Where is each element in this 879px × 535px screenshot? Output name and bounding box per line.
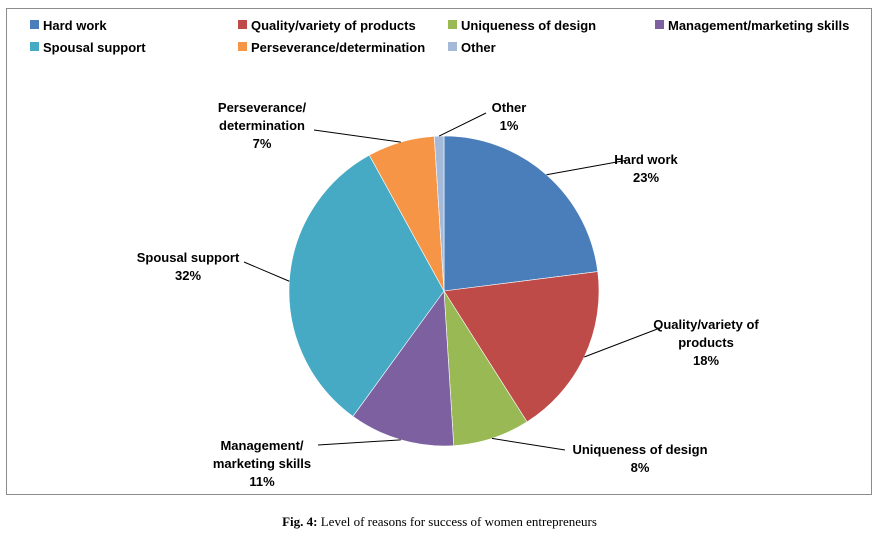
leader-line-hard-work: [546, 159, 629, 176]
figure-caption: Fig. 4: Level of reasons for success of …: [0, 514, 879, 530]
legend-swatch-uniqueness-of-design: [448, 20, 457, 29]
leader-line-perseverance-determination: [313, 129, 401, 143]
leader-line-uniqueness-of-design: [491, 437, 566, 451]
legend-label-uniqueness-of-design: Uniqueness of design: [461, 18, 596, 33]
legend-swatch-quality-variety-of-products: [238, 20, 247, 29]
legend-swatch-perseverance-determination: [238, 42, 247, 51]
leader-line-management-marketing-skills: [317, 439, 401, 446]
pie-slice-quality-variety-of-products: [443, 271, 600, 423]
leader-line-other: [438, 112, 487, 137]
legend-swatch-spousal-support: [30, 42, 39, 51]
leader-line-spousal-support: [243, 261, 290, 282]
legend-swatch-hard-work: [30, 20, 39, 29]
legend-label-management-marketing-skills: Management/marketing skills: [668, 18, 849, 33]
legend-swatch-other: [448, 42, 457, 51]
legend-label-perseverance-determination: Perseverance/determination: [251, 40, 425, 55]
pie-slice-hard-work: [443, 135, 599, 292]
leader-line-quality-variety-of-products: [584, 327, 661, 358]
pie-slice-spousal-support: [288, 154, 445, 417]
legend-label-other: Other: [461, 40, 496, 55]
legend-swatch-management-marketing-skills: [655, 20, 664, 29]
legend-label-quality-variety-of-products: Quality/variety of products: [251, 18, 416, 33]
pie-slice-management-marketing-skills: [352, 290, 455, 447]
caption-prefix: Fig. 4:: [282, 514, 318, 529]
legend-label-spousal-support: Spousal support: [43, 40, 146, 55]
legend-label-hard-work: Hard work: [43, 18, 107, 33]
caption-text: Level of reasons for success of women en…: [317, 514, 597, 529]
